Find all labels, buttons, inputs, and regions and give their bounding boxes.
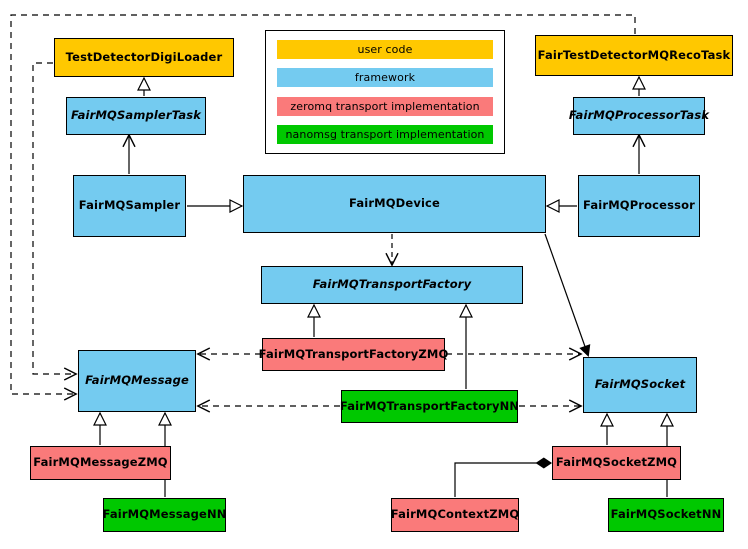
- class-node-fair-mq-socket-nn[interactable]: FairMQSocketNN: [608, 498, 724, 532]
- class-node-fair-mq-transport-factory[interactable]: FairMQTransportFactory: [261, 266, 523, 304]
- class-node-fair-mq-socket-zmq[interactable]: FairMQSocketZMQ: [552, 446, 681, 480]
- class-node-fair-mq-processor[interactable]: FairMQProcessor: [578, 175, 700, 237]
- legend-label-user-code: user code: [357, 43, 413, 56]
- edge-socketzmq-contextzmq-composition: [454, 457, 553, 497]
- class-node-fair-mq-sampler-task[interactable]: FairMQSamplerTask: [66, 97, 206, 135]
- class-node-fair-mq-transport-factory-zmq[interactable]: FairMQTransportFactoryZMQ: [259, 338, 448, 371]
- class-node-fair-mq-device[interactable]: FairMQDevice: [243, 175, 546, 233]
- legend-item-zeromq: zeromq transport implementation: [277, 96, 493, 116]
- class-node-fair-mq-message-zmq[interactable]: FairMQMessageZMQ: [30, 446, 171, 480]
- class-node-fair-mq-transport-factory-nn[interactable]: FairMQTransportFactoryNN: [340, 390, 519, 423]
- class-node-fair-mq-context-zmq[interactable]: FairMQContextZMQ: [391, 498, 519, 532]
- legend-label-zeromq: zeromq transport implementation: [290, 99, 480, 113]
- legend-label-nanomsg: nanomsg transport implementation: [285, 127, 485, 141]
- class-node-fair-mq-sampler[interactable]: FairMQSampler: [73, 175, 186, 237]
- class-node-test-detector-digi-loader[interactable]: TestDetectorDigiLoader: [54, 38, 234, 77]
- legend-item-nanomsg: nanomsg transport implementation: [277, 124, 493, 144]
- class-node-fair-mq-message-nn[interactable]: FairMQMessageNN: [103, 498, 226, 532]
- edge-device-socket: [544, 233, 588, 355]
- legend-label-framework: framework: [354, 71, 416, 85]
- legend-panel: user code framework zeromq transport imp…: [265, 30, 505, 154]
- class-node-fair-test-detector-mq-reco-task[interactable]: FairTestDetectorMQRecoTask: [535, 35, 733, 76]
- class-node-fair-mq-processor-task[interactable]: FairMQProcessorTask: [569, 97, 709, 135]
- class-node-fair-mq-socket[interactable]: FairMQSocket: [583, 357, 697, 413]
- legend-item-framework: framework: [277, 68, 493, 88]
- class-node-fair-mq-message[interactable]: FairMQMessage: [78, 350, 196, 412]
- legend-item-user-code: user code: [277, 40, 493, 59]
